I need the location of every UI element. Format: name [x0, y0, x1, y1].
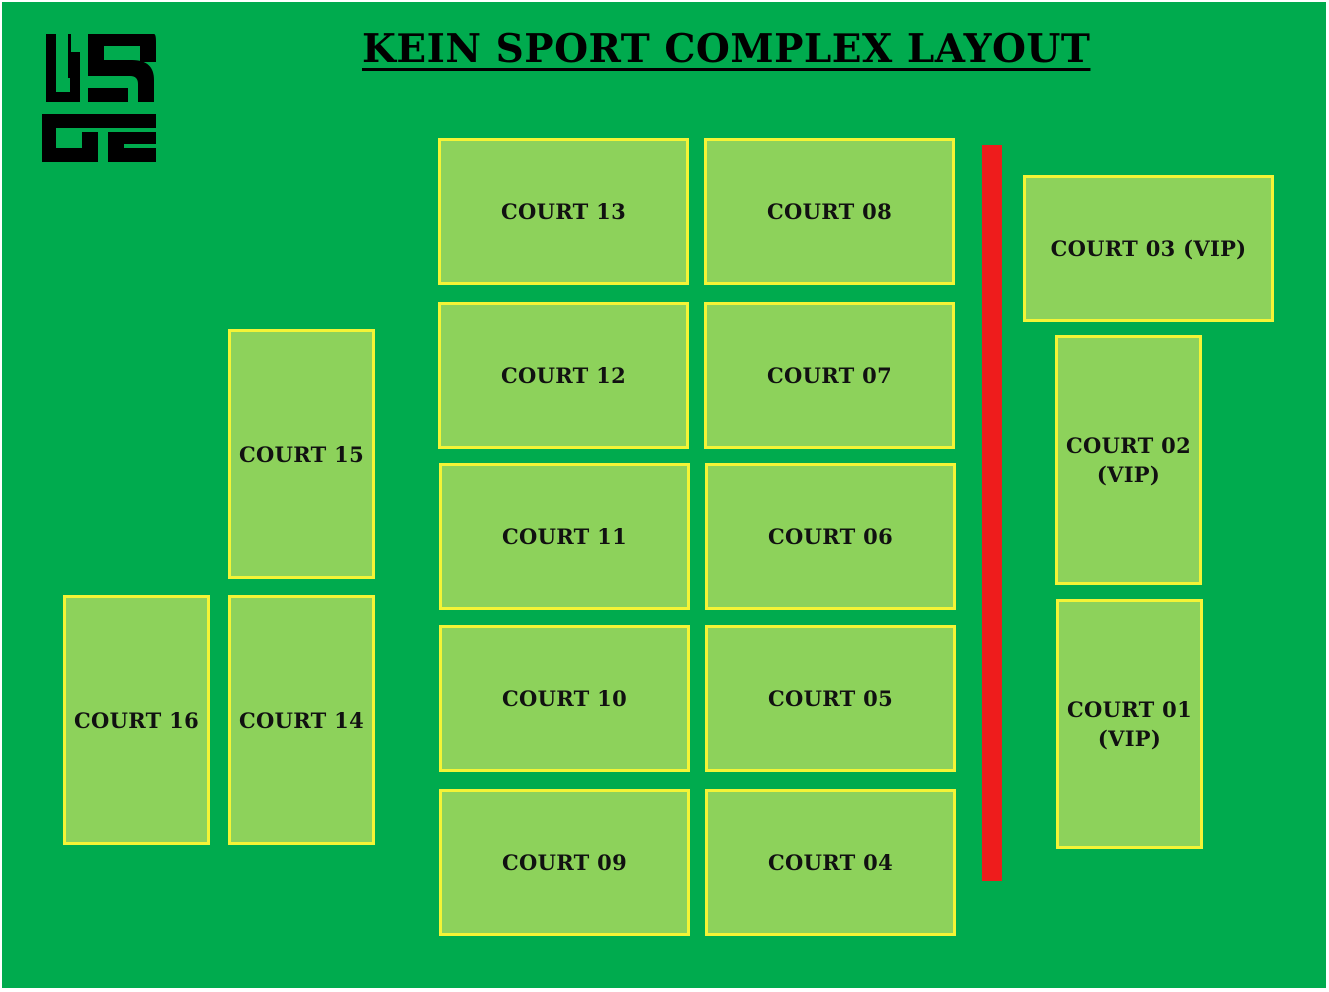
court-13-label: COURT 13 [501, 199, 626, 224]
court-11[interactable]: COURT 11 [439, 463, 690, 610]
court-08[interactable]: COURT 08 [704, 138, 955, 285]
court-04[interactable]: COURT 04 [705, 789, 956, 936]
court-01-label-line1: COURT 01 [1067, 697, 1192, 722]
court-03-label: COURT 03 (VIP) [1050, 236, 1247, 261]
court-01-label: COURT 01 (VIP) [1067, 695, 1192, 753]
court-09-label: COURT 09 [502, 850, 627, 875]
court-06-label: COURT 06 [768, 524, 893, 549]
court-14-label: COURT 14 [239, 707, 364, 733]
court-10[interactable]: COURT 10 [439, 625, 690, 772]
court-02-label-line2: (VIP) [1096, 462, 1161, 487]
court-08-label: COURT 08 [767, 199, 892, 224]
court-16[interactable]: COURT 16 [63, 595, 210, 845]
kein-logo-icon [42, 32, 156, 162]
court-05[interactable]: COURT 05 [705, 625, 956, 772]
court-07-label: COURT 07 [767, 363, 892, 388]
court-03-vip[interactable]: COURT 03 (VIP) [1023, 175, 1274, 322]
court-02-vip[interactable]: COURT 02 (VIP) [1055, 335, 1202, 585]
court-02-label-line1: COURT 02 [1066, 433, 1191, 458]
court-02-label: COURT 02 (VIP) [1066, 431, 1191, 489]
court-01-label-line2: (VIP) [1097, 726, 1162, 751]
court-11-label: COURT 11 [502, 524, 627, 549]
court-12[interactable]: COURT 12 [438, 302, 689, 449]
court-16-label: COURT 16 [74, 707, 199, 733]
court-06[interactable]: COURT 06 [705, 463, 956, 610]
court-01-vip[interactable]: COURT 01 (VIP) [1056, 599, 1203, 849]
court-14[interactable]: COURT 14 [228, 595, 375, 845]
page-title: KEIN SPORT COMPLEX LAYOUT [362, 26, 1091, 72]
court-15[interactable]: COURT 15 [228, 329, 375, 579]
court-04-label: COURT 04 [768, 850, 893, 875]
court-13[interactable]: COURT 13 [438, 138, 689, 285]
court-07[interactable]: COURT 07 [704, 302, 955, 449]
court-12-label: COURT 12 [501, 363, 626, 388]
red-divider-line [982, 145, 1002, 881]
court-10-label: COURT 10 [502, 686, 627, 711]
court-05-label: COURT 05 [768, 686, 893, 711]
court-15-label: COURT 15 [239, 441, 364, 467]
court-09[interactable]: COURT 09 [439, 789, 690, 936]
